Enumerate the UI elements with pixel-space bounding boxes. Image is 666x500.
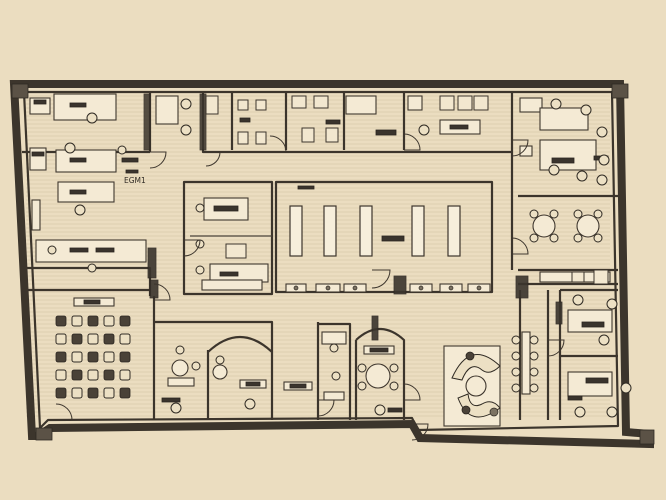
conference-room: [289, 185, 461, 257]
classroom-chair: [87, 333, 99, 345]
classroom-chair: [71, 333, 83, 345]
classroom-chair: [71, 315, 83, 327]
meeting-room-wall: [182, 180, 274, 296]
doors: [55, 133, 565, 441]
classroom-chair: [55, 333, 67, 345]
right-lower-offices: [511, 294, 632, 418]
classroom-chair: [55, 351, 67, 363]
planters: [201, 279, 491, 293]
room-label: EGM1: [124, 176, 146, 185]
corner-pillar: [35, 427, 53, 441]
classroom-chair: [103, 351, 115, 363]
classroom-chair: [71, 351, 83, 363]
classroom-chair: [103, 387, 115, 399]
classroom-chair: [87, 315, 99, 327]
classroom-chair: [119, 351, 131, 363]
corner-pillar: [639, 429, 655, 445]
classroom-chair: [119, 387, 131, 399]
top-left-office: EGM1: [29, 93, 147, 273]
classroom-chair: [55, 387, 67, 399]
classroom-chair: [87, 387, 99, 399]
classroom-chair: [103, 369, 115, 381]
right-lounge: [529, 209, 611, 285]
classroom-chair: [87, 351, 99, 363]
corner-pillar: [611, 83, 629, 99]
top-right-office: [519, 97, 610, 186]
classroom-chair: [119, 333, 131, 345]
classroom-chair: [119, 315, 131, 327]
training-room: [55, 297, 131, 399]
lower-rooms: [161, 331, 403, 416]
conference-room-wall: [274, 180, 494, 294]
classroom-chair: [71, 369, 83, 381]
small-meeting-room: [195, 197, 269, 283]
classroom-chair: [55, 315, 67, 327]
classroom-chair: [103, 315, 115, 327]
classroom-chair: [71, 387, 83, 399]
classroom-chair: [103, 333, 115, 345]
lounge-seating: [443, 345, 501, 427]
classroom-chair: [87, 369, 99, 381]
top-restrooms: [155, 95, 489, 145]
classroom-chair: [55, 369, 67, 381]
wall-hatching: [143, 93, 563, 341]
classroom-chair: [119, 369, 131, 381]
corner-pillar: [11, 83, 29, 99]
